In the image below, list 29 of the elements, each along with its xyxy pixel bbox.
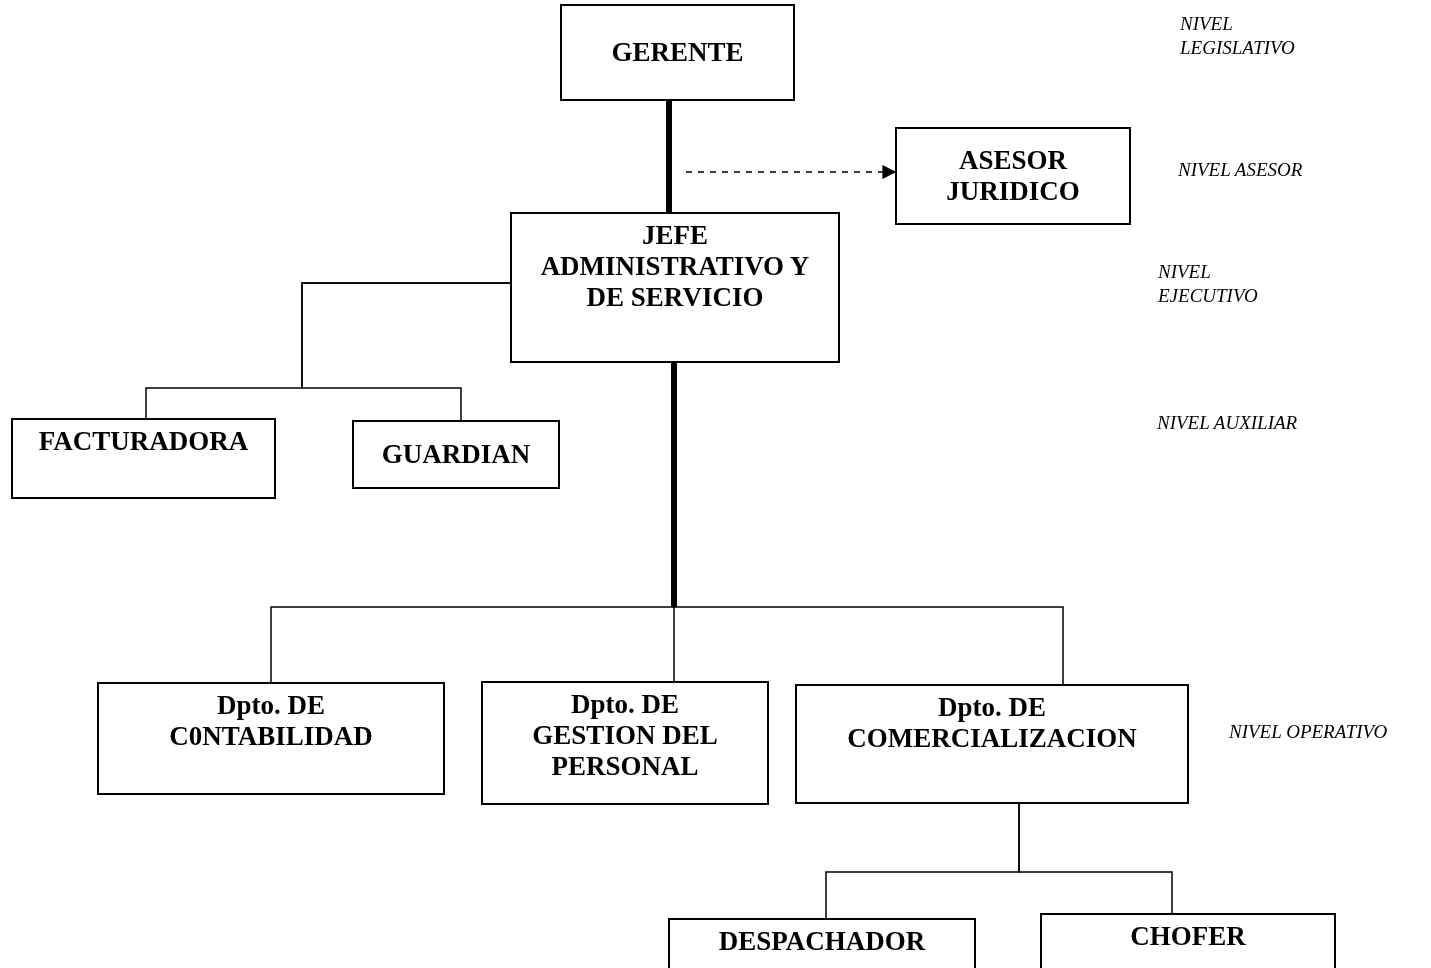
role-title: DESPACHADOR (718, 926, 926, 957)
org-box (481, 681, 769, 805)
arrow (685, 165, 897, 179)
org-box (97, 682, 445, 795)
role-title: Dpto. DE GESTION DEL PERSONAL (531, 689, 719, 782)
org-box (795, 684, 1189, 804)
connector-line (1018, 803, 1173, 914)
role-title: GUARDIAN (381, 439, 531, 470)
org-box (11, 418, 276, 499)
level-label: NIVEL ASESOR (1178, 158, 1304, 182)
org-box (560, 4, 795, 101)
org-box (352, 420, 560, 489)
level-label: NIVEL EJECUTIVO (1158, 260, 1259, 308)
level-label: NIVEL LEGISLATIVO (1180, 12, 1296, 60)
org-box (510, 212, 840, 363)
connector-line (301, 282, 511, 421)
role-title: CHOFER (1130, 921, 1246, 952)
org-box (895, 127, 1131, 225)
role-title: FACTURADORA (38, 426, 249, 457)
connector-line (666, 101, 672, 212)
level-label: NIVEL AUXILIAR (1157, 411, 1299, 435)
org-box (1040, 913, 1336, 968)
role-title: GERENTE (611, 37, 744, 68)
role-title: JEFE ADMINISTRATIVO Y DE SERVICIO (539, 220, 811, 313)
org-box (668, 918, 976, 968)
role-title: Dpto. DE COMERCIALIZACION (846, 692, 1138, 754)
role-title: Dpto. DE C0NTABILIDAD (168, 690, 374, 752)
role-title: ASESOR JURIDICO (945, 145, 1081, 207)
level-label: NIVEL OPERATIVO (1229, 720, 1389, 744)
